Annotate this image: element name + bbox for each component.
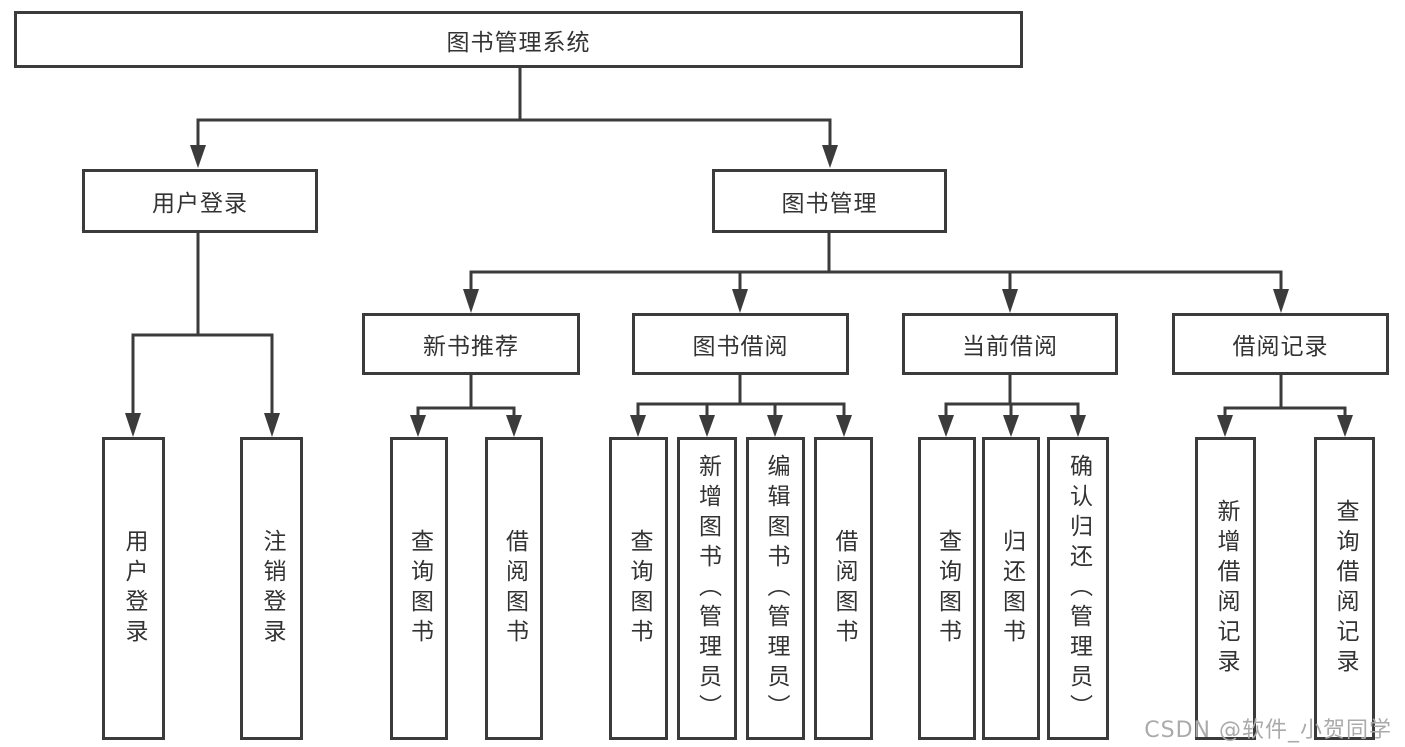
leaf-add-books-admin-label: 新增图书（管理员）	[694, 453, 721, 724]
arrowhead	[938, 415, 954, 437]
node-current-borrow-label: 当前借阅	[962, 334, 1058, 360]
node-user-login: 用户登录	[82, 169, 318, 233]
leaf-borrow-books-recommend: 借阅图书	[485, 437, 543, 740]
arrowhead	[190, 145, 206, 168]
leaf-return-books-label: 归还图书	[998, 528, 1025, 649]
leaf-confirm-return-admin: 确认归还（管理员）	[1047, 437, 1109, 740]
node-new-book-recommend-label: 新书推荐	[423, 334, 519, 360]
leaf-logout-login-label: 注销登录	[259, 528, 285, 649]
arrowhead	[506, 415, 522, 437]
leaf-borrow-books-borrow-label: 借阅图书	[831, 528, 857, 649]
node-borrow-records: 借阅记录	[1172, 313, 1389, 375]
arrowhead	[822, 145, 838, 168]
leaf-query-books-recommend-label: 查询图书	[406, 528, 433, 649]
arrowhead	[1002, 289, 1018, 313]
leaf-borrow-books-recommend-label: 借阅图书	[501, 528, 528, 649]
leaf-query-books-recommend: 查询图书	[390, 437, 448, 740]
node-new-book-recommend: 新书推荐	[362, 313, 580, 375]
arrowhead	[767, 415, 783, 437]
leaf-user-login: 用户登录	[102, 437, 165, 740]
connector-records-to-leaves	[1223, 373, 1347, 418]
leaf-borrow-books-borrow: 借阅图书	[814, 437, 873, 740]
connector-borrow-to-leaves	[636, 373, 846, 418]
leaf-edit-books-admin-label: 编辑图书（管理员）	[763, 453, 789, 724]
node-book-management-label: 图书管理	[781, 191, 878, 217]
arrowhead	[264, 413, 280, 437]
leaf-logout-login: 注销登录	[240, 437, 303, 740]
leaf-add-books-admin: 新增图书（管理员）	[677, 437, 737, 740]
arrowhead	[1273, 289, 1289, 313]
arrowheads	[125, 145, 1353, 437]
connector-current-to-leaves	[944, 373, 1080, 418]
node-root-label: 图书管理系统	[446, 29, 591, 56]
arrowhead	[1070, 415, 1086, 437]
node-user-login-label: 用户登录	[152, 191, 248, 217]
node-book-borrow: 图书借阅	[632, 313, 849, 375]
node-root: 图书管理系统	[14, 11, 1023, 68]
node-borrow-records-label: 借阅记录	[1232, 334, 1329, 360]
arrowhead	[125, 413, 141, 437]
leaf-add-borrow-record-label: 新增借阅记录	[1213, 498, 1239, 679]
node-current-borrow: 当前借阅	[902, 313, 1118, 375]
arrowhead	[836, 415, 852, 437]
connector-book-management-to-level3	[469, 231, 1283, 293]
arrowhead	[410, 415, 426, 437]
connector-recommend-to-leaves	[416, 373, 516, 418]
node-book-borrow-label: 图书借阅	[692, 334, 789, 360]
arrowhead	[1003, 415, 1019, 437]
leaf-edit-books-admin: 编辑图书（管理员）	[746, 437, 805, 740]
node-book-management: 图书管理	[712, 169, 947, 233]
arrowhead	[1217, 415, 1233, 437]
arrowhead	[1337, 415, 1353, 437]
connector-user-login-to-leaves	[131, 231, 274, 417]
leaf-query-books-current-label: 查询图书	[934, 528, 961, 649]
leaf-query-books-current: 查询图书	[918, 437, 976, 740]
connector-root-to-level2	[196, 66, 832, 149]
arrowhead	[699, 415, 715, 437]
leaf-return-books: 归还图书	[982, 437, 1040, 740]
arrowhead	[630, 415, 646, 437]
leaf-user-login-label: 用户登录	[121, 528, 147, 649]
leaf-add-borrow-record: 新增借阅记录	[1195, 437, 1256, 740]
arrowhead	[732, 289, 748, 313]
leaf-query-borrow-record-label: 查询借阅记录	[1332, 498, 1358, 679]
arrowhead	[463, 289, 479, 313]
watermark: CSDN @软件_小贺同学	[1144, 718, 1392, 743]
leaf-query-books-borrow-label: 查询图书	[626, 528, 652, 649]
leaf-query-borrow-record: 查询借阅记录	[1314, 437, 1375, 740]
leaf-query-books-borrow: 查询图书	[609, 437, 668, 740]
leaf-confirm-return-admin-label: 确认归还（管理员）	[1065, 453, 1092, 724]
